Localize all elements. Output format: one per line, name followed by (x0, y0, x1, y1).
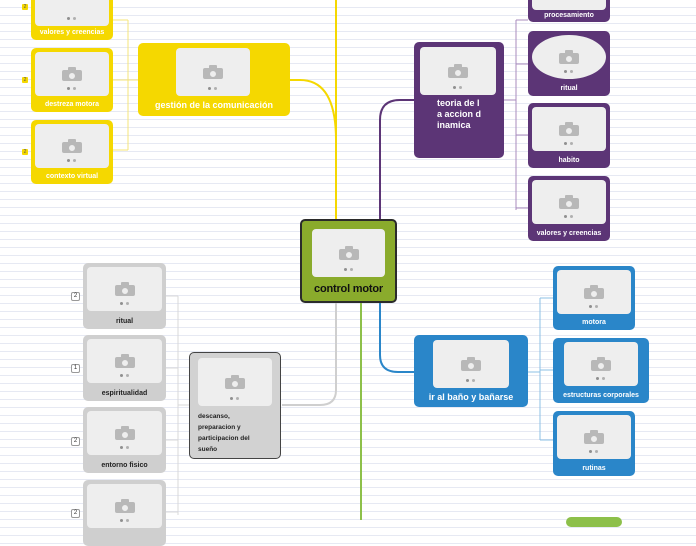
gray-child-4[interactable] (83, 480, 166, 546)
central-node[interactable]: control motor (300, 219, 397, 303)
yellow-child-2[interactable]: destreza motora (31, 48, 113, 112)
camera-icon (62, 67, 82, 81)
camera-icon (559, 122, 579, 136)
image-placeholder (532, 107, 606, 151)
image-placeholder (557, 270, 631, 314)
camera-icon (225, 375, 245, 389)
collapse-badge[interactable]: 2 (22, 4, 28, 10)
yellow-child-label: destreza motora (44, 101, 100, 108)
camera-icon (203, 65, 223, 79)
blue-child-label: motora (582, 319, 606, 326)
gray-main-node[interactable]: descanso, preparacion y participacion de… (189, 352, 281, 459)
image-placeholder (87, 411, 162, 455)
gray-child-1[interactable]: ritual (83, 263, 166, 329)
connector-lines (113, 0, 553, 520)
purple-child-label: ritual (560, 85, 578, 92)
camera-icon (114, 426, 135, 440)
camera-icon (591, 357, 611, 371)
gray-main-label: descanso, preparacion y participacion de… (198, 413, 250, 453)
camera-icon (559, 195, 579, 209)
collapse-badge[interactable]: 2 (22, 77, 28, 83)
purple-child-2[interactable]: ritual (528, 31, 610, 96)
purple-child-label: procesamiento (544, 12, 594, 19)
collapse-badge[interactable]: 2 (71, 509, 80, 518)
blue-child-3[interactable]: rutinas (553, 411, 635, 476)
image-placeholder (87, 267, 162, 311)
camera-icon (584, 430, 604, 444)
image-placeholder (557, 415, 631, 459)
image-placeholder (198, 358, 272, 406)
yellow-child-3[interactable]: contexto virtual (31, 120, 113, 184)
image-placeholder (35, 0, 109, 26)
collapse-badge[interactable]: 2 (22, 149, 28, 155)
yellow-main-label: gestión de la comunicación (154, 100, 274, 110)
yellow-child-label: valores y creencias (39, 29, 105, 36)
blue-main-label: ir al baño y bañarse (428, 392, 514, 402)
camera-icon (448, 64, 468, 78)
collapse-badge[interactable]: 1 (71, 364, 80, 373)
gray-child-3[interactable]: entorno fisico (83, 407, 166, 473)
gray-child-2[interactable]: espiritualidad (83, 335, 166, 401)
image-placeholder (532, 0, 606, 10)
camera-icon (114, 282, 135, 296)
camera-icon (114, 499, 135, 513)
yellow-main-node[interactable]: gestión de la comunicación (138, 43, 290, 116)
image-placeholder (35, 124, 109, 168)
blue-child-label: estructuras corporales (563, 392, 639, 399)
purple-main-label: teoria de la accion dinamica (437, 98, 482, 130)
image-placeholder (312, 229, 385, 277)
gray-child-label: ritual (115, 318, 134, 325)
blue-child-2[interactable]: estructuras corporales (553, 338, 649, 403)
gray-child-label: espiritualidad (101, 390, 148, 397)
camera-icon (114, 354, 135, 368)
yellow-child-1[interactable]: valores y creencias (31, 0, 113, 40)
image-placeholder (35, 52, 109, 96)
camera-icon (461, 357, 481, 371)
purple-child-1[interactable]: procesamiento (528, 0, 610, 22)
purple-child-3[interactable]: habito (528, 103, 610, 168)
collapse-badge[interactable]: 2 (71, 437, 80, 446)
camera-icon (338, 246, 359, 260)
green-node-partial[interactable] (566, 517, 622, 527)
image-placeholder (420, 47, 496, 95)
central-label: control motor (314, 283, 383, 295)
camera-icon (62, 139, 82, 153)
image-placeholder (532, 180, 606, 224)
blue-main-node[interactable]: ir al baño y bañarse (414, 335, 528, 407)
image-placeholder (564, 342, 638, 386)
purple-child-label: habito (558, 157, 580, 164)
image-placeholder (532, 35, 606, 79)
purple-main-node[interactable]: teoria de la accion dinamica (414, 42, 504, 158)
image-placeholder (87, 484, 162, 528)
blue-child-1[interactable]: motora (553, 266, 635, 330)
camera-icon (559, 50, 579, 64)
gray-child-label: entorno fisico (101, 462, 148, 469)
camera-icon (584, 285, 604, 299)
image-placeholder (176, 48, 250, 96)
image-placeholder (433, 340, 509, 388)
image-placeholder (87, 339, 162, 383)
blue-child-label: rutinas (582, 465, 606, 472)
collapse-badge[interactable]: 2 (71, 292, 80, 301)
purple-child-label: valores y creencias (536, 230, 602, 237)
yellow-child-label: contexto virtual (45, 173, 99, 180)
purple-child-4[interactable]: valores y creencias (528, 176, 610, 241)
